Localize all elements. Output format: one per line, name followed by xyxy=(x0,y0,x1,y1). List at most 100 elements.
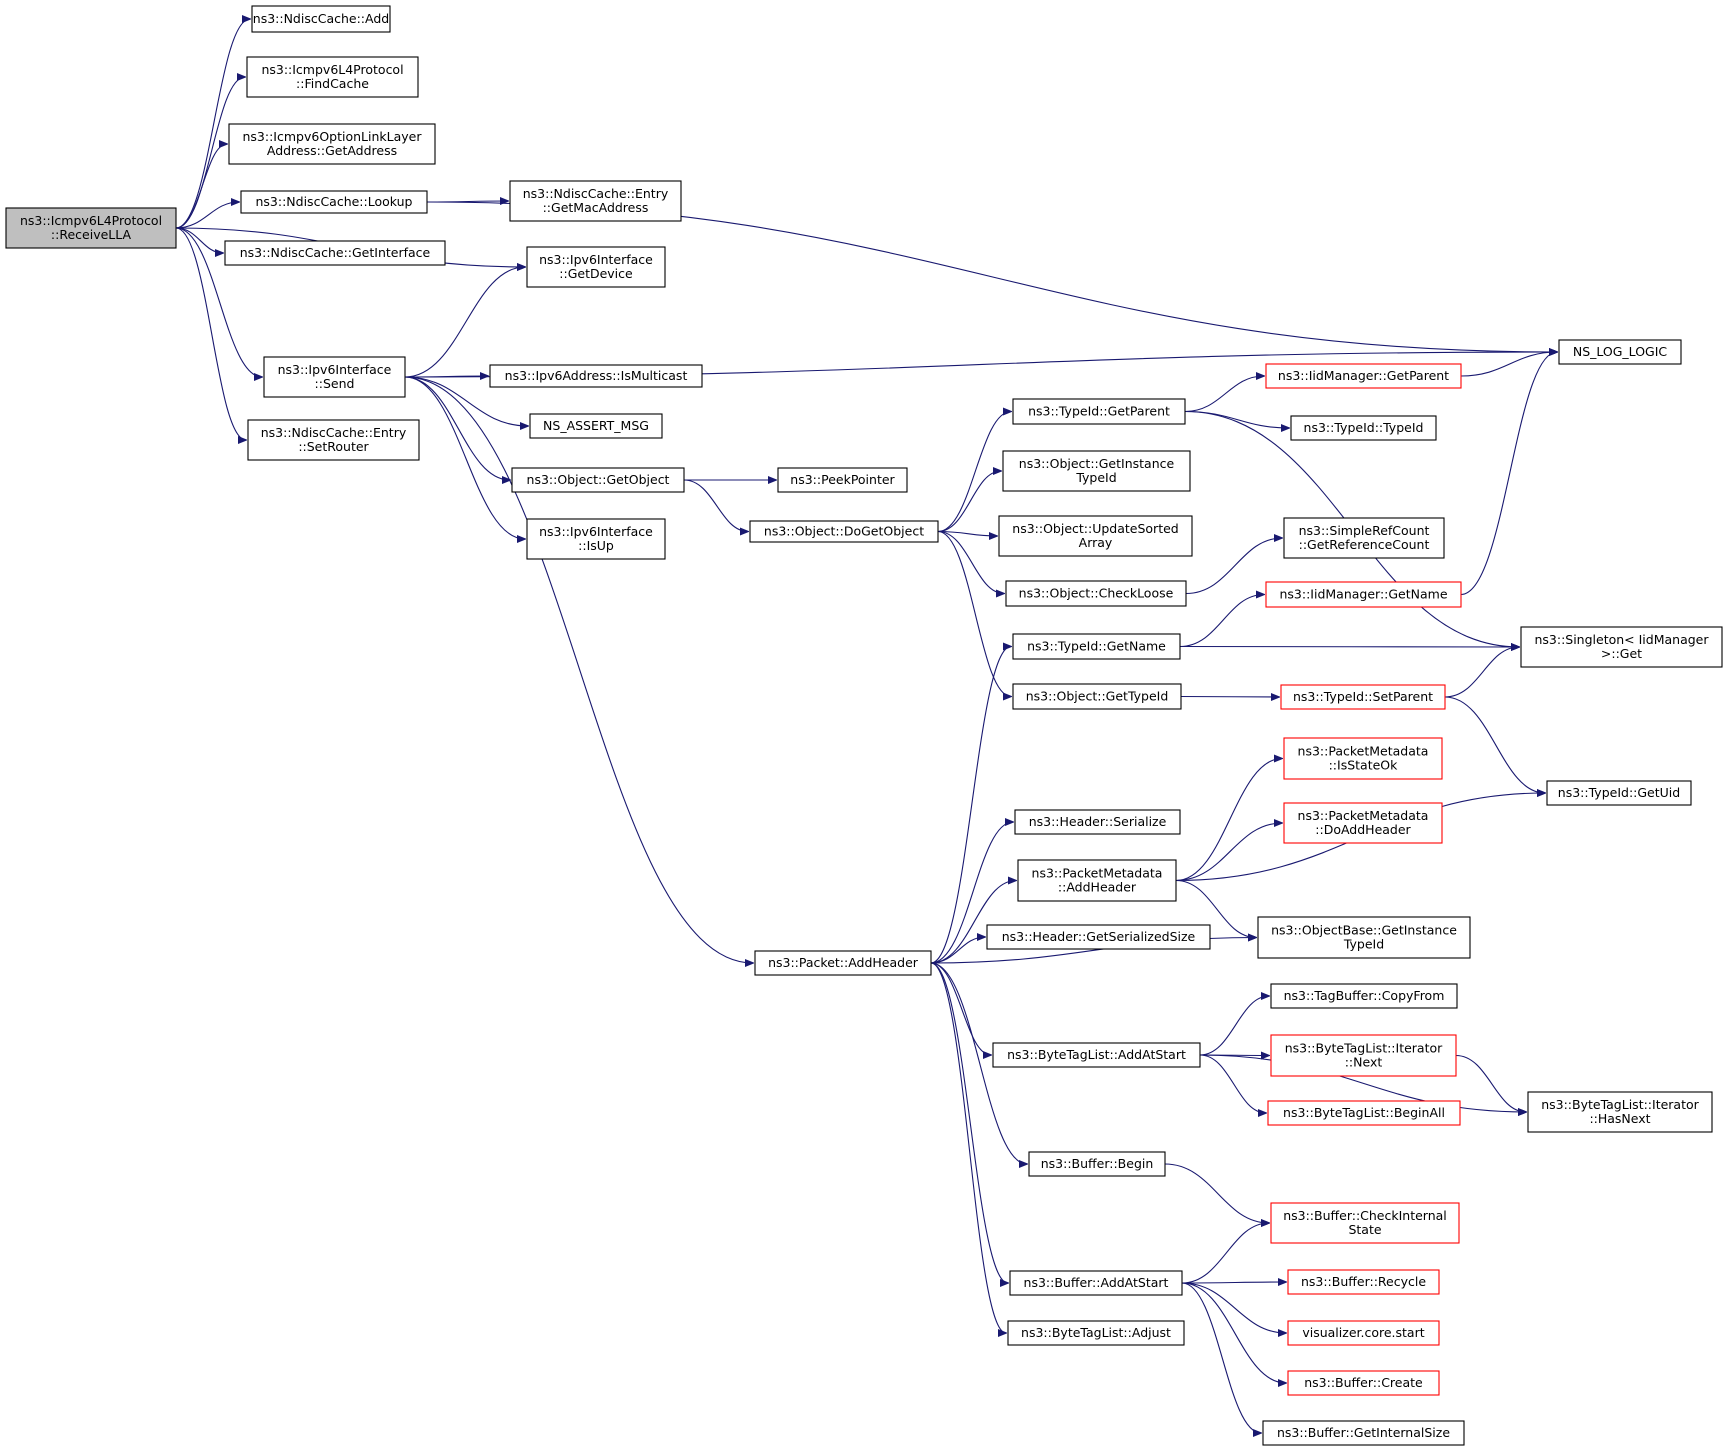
node-ismulticast[interactable]: ns3::Ipv6Address::IsMulticast xyxy=(489,364,703,388)
node-box[interactable] xyxy=(511,467,685,493)
node-getaddress[interactable]: ns3::Icmpv6OptionLinkLayerAddress::GetAd… xyxy=(228,123,436,165)
node-box[interactable] xyxy=(1527,1091,1713,1133)
node-box[interactable] xyxy=(489,364,703,388)
node-box[interactable] xyxy=(1270,983,1458,1009)
node-getdevice[interactable]: ns3::Ipv6Interface::GetDevice xyxy=(526,246,666,288)
node-box[interactable] xyxy=(1009,1270,1183,1296)
node-getmac[interactable]: ns3::NdiscCache::Entry::GetMacAddress xyxy=(509,180,682,222)
node-bbegin[interactable]: ns3::Buffer::Begin xyxy=(1028,1151,1166,1177)
node-btlbeginall[interactable]: ns3::ByteTagList::BeginAll xyxy=(1267,1100,1461,1126)
node-baddstart[interactable]: ns3::Buffer::AddAtStart xyxy=(1009,1270,1183,1296)
node-box[interactable] xyxy=(1280,684,1446,710)
node-tgetname[interactable]: ns3::TypeId::GetName xyxy=(1012,633,1181,660)
node-box[interactable] xyxy=(228,123,436,165)
node-box[interactable] xyxy=(1005,580,1187,607)
node-getiface[interactable]: ns3::NdiscCache::GetInterface xyxy=(224,240,446,266)
node-box[interactable] xyxy=(998,515,1193,557)
node-box[interactable] xyxy=(1007,1320,1185,1346)
node-box[interactable] xyxy=(1270,1202,1460,1244)
node-nslog[interactable]: NS_LOG_LOGIC xyxy=(1558,339,1682,365)
node-pmaddheader[interactable]: ns3::PacketMetadata::AddHeader xyxy=(1017,859,1177,902)
node-box[interactable] xyxy=(1014,809,1181,835)
node-box[interactable] xyxy=(754,950,932,976)
node-box[interactable] xyxy=(1283,737,1443,780)
node-hserialize[interactable]: ns3::Header::Serialize xyxy=(1014,809,1181,835)
node-box[interactable] xyxy=(1520,626,1723,668)
node-vizstart[interactable]: visualizer.core.start xyxy=(1287,1320,1440,1346)
node-box[interactable] xyxy=(1012,683,1182,710)
node-dogetobject[interactable]: ns3::Object::DoGetObject xyxy=(749,520,939,543)
node-box[interactable] xyxy=(1283,802,1443,844)
node-checkloose[interactable]: ns3::Object::CheckLoose xyxy=(1005,580,1187,607)
node-box[interactable] xyxy=(1270,1034,1457,1077)
node-isup[interactable]: ns3::Ipv6Interface::IsUp xyxy=(526,518,666,560)
node-box[interactable] xyxy=(1002,450,1191,492)
node-box[interactable] xyxy=(1267,1100,1461,1126)
node-box[interactable] xyxy=(1283,517,1445,559)
node-hgetsersize[interactable]: ns3::Header::GetSerializedSize xyxy=(986,924,1211,950)
node-box[interactable] xyxy=(992,1042,1201,1068)
node-brecycle[interactable]: ns3::Buffer::Recycle xyxy=(1287,1269,1440,1295)
node-box[interactable] xyxy=(251,5,391,33)
node-box[interactable] xyxy=(1287,1269,1440,1295)
node-box[interactable] xyxy=(777,467,908,493)
node-box[interactable] xyxy=(1012,398,1186,425)
node-box[interactable] xyxy=(1012,633,1181,660)
node-findcache[interactable]: ns3::Icmpv6L4Protocol::FindCache xyxy=(246,56,419,98)
node-box[interactable] xyxy=(526,246,666,288)
node-box[interactable] xyxy=(263,356,406,398)
node-box[interactable] xyxy=(986,924,1211,950)
node-box[interactable] xyxy=(1290,415,1437,441)
node-peek[interactable]: ns3::PeekPointer xyxy=(777,467,908,493)
node-recv[interactable]: ns3::Icmpv6L4Protocol::ReceiveLLA xyxy=(5,207,177,249)
node-send[interactable]: ns3::Ipv6Interface::Send xyxy=(263,356,406,398)
node-box[interactable] xyxy=(1257,916,1471,959)
node-bcreate[interactable]: ns3::Buffer::Create xyxy=(1287,1370,1440,1396)
node-bgetinternal[interactable]: ns3::Buffer::GetInternalSize xyxy=(1262,1420,1465,1446)
node-singleton[interactable]: ns3::Singleton< IidManager>::Get xyxy=(1520,626,1723,668)
node-box[interactable] xyxy=(509,180,682,222)
node-ogettypeid[interactable]: ns3::Object::GetTypeId xyxy=(1012,683,1182,710)
node-iidgetname[interactable]: ns3::IidManager::GetName xyxy=(1265,581,1462,608)
node-tagcopy[interactable]: ns3::TagBuffer::CopyFrom xyxy=(1270,983,1458,1009)
node-box[interactable] xyxy=(1262,1420,1465,1446)
node-box[interactable] xyxy=(240,190,428,214)
node-isstateok[interactable]: ns3::PacketMetadata::IsStateOk xyxy=(1283,737,1443,780)
node-ndadd[interactable]: ns3::NdiscCache::Add xyxy=(251,5,391,33)
node-box[interactable] xyxy=(1558,339,1682,365)
node-box[interactable] xyxy=(1017,859,1177,902)
node-doaddheader[interactable]: ns3::PacketMetadata::DoAddHeader xyxy=(1283,802,1443,844)
node-nsassert[interactable]: NS_ASSERT_MSG xyxy=(529,413,663,439)
node-box[interactable] xyxy=(1028,1151,1166,1177)
node-box[interactable] xyxy=(246,56,419,98)
node-typeid[interactable]: ns3::TypeId::TypeId xyxy=(1290,415,1437,441)
node-btlhasnext[interactable]: ns3::ByteTagList::Iterator::HasNext xyxy=(1527,1091,1713,1133)
node-box[interactable] xyxy=(1287,1320,1440,1346)
node-box[interactable] xyxy=(5,207,177,249)
node-paddheader[interactable]: ns3::Packet::AddHeader xyxy=(754,950,932,976)
node-box[interactable] xyxy=(529,413,663,439)
node-setrouter[interactable]: ns3::NdiscCache::Entry::SetRouter xyxy=(247,419,420,461)
node-box[interactable] xyxy=(1287,1370,1440,1396)
node-tgetparent[interactable]: ns3::TypeId::GetParent xyxy=(1012,398,1186,425)
node-box[interactable] xyxy=(1546,780,1692,806)
node-iidgetparent[interactable]: ns3::IidManager::GetParent xyxy=(1265,363,1462,389)
node-box[interactable] xyxy=(1265,363,1462,389)
node-lookup[interactable]: ns3::NdiscCache::Lookup xyxy=(240,190,428,214)
node-tsetparent[interactable]: ns3::TypeId::SetParent xyxy=(1280,684,1446,710)
node-box[interactable] xyxy=(1265,581,1462,608)
node-getrefcount[interactable]: ns3::SimpleRefCount::GetReferenceCount xyxy=(1283,517,1445,559)
node-btladdstart[interactable]: ns3::ByteTagList::AddAtStart xyxy=(992,1042,1201,1068)
node-box[interactable] xyxy=(247,419,420,461)
node-getuid[interactable]: ns3::TypeId::GetUid xyxy=(1546,780,1692,806)
node-box[interactable] xyxy=(526,518,666,560)
node-box[interactable] xyxy=(749,520,939,543)
node-btladjust[interactable]: ns3::ByteTagList::Adjust xyxy=(1007,1320,1185,1346)
node-getobject[interactable]: ns3::Object::GetObject xyxy=(511,467,685,493)
node-box[interactable] xyxy=(224,240,446,266)
node-btlnext[interactable]: ns3::ByteTagList::Iterator::Next xyxy=(1270,1034,1457,1077)
